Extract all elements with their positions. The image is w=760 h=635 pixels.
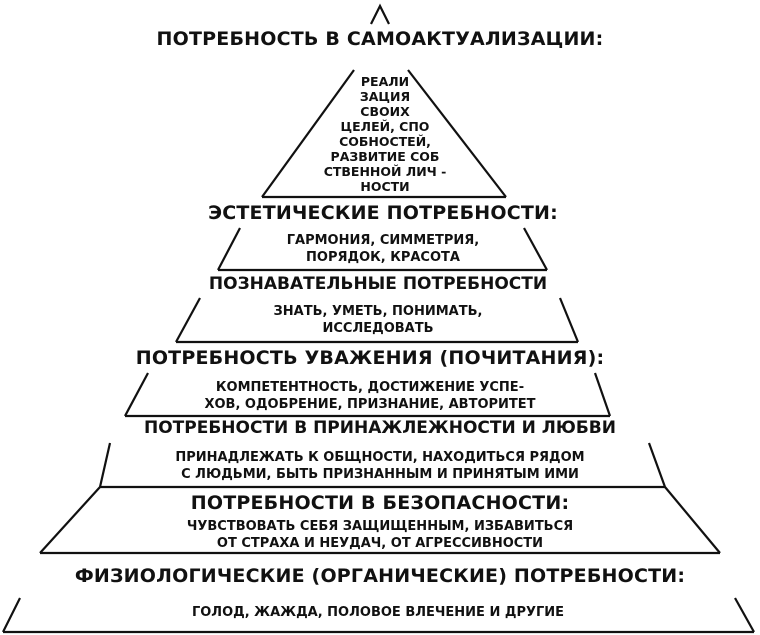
description-line: ГОЛОД, ЖАЖДА, ПОЛОВОЕ ВЛЕЧЕНИЕ И ДРУГИЕ: [191, 605, 565, 620]
physiological-heading: ФИЗИОЛОГИЧЕСКИЕ (ОРГАНИЧЕСКИЕ) ПОТРЕБНОС…: [74, 565, 686, 587]
description-line: ОТ СТРАХА И НЕУДАЧ, ОТ АГРЕССИВНОСТИ: [216, 536, 544, 551]
esteem-description: КОМПЕТЕНТНОСТЬ, ДОСТИЖЕНИЕ УСПЕ- ХОВ, ОД…: [204, 379, 535, 413]
description-line: ЗНАТЬ, УМЕТЬ, ПОНИМАТЬ,: [273, 304, 483, 319]
description-line: РЕАЛИ: [360, 74, 410, 89]
description-line: ЧУВСТВОВАТЬ СЕБЯ ЗАЩИЩЕННЫМ, ИЗБАВИТЬСЯ: [186, 519, 574, 534]
belonging-description: ПРИНАДЛЕЖАТЬ К ОБЩНОСТИ, НАХОДИТЬСЯ РЯДО…: [175, 449, 584, 483]
esteem-heading: ПОТРЕБНОСТЬ УВАЖЕНИЯ (ПОЧИТАНИЯ):: [135, 347, 605, 369]
description-line: СТВЕННОЙ ЛИЧ -: [323, 164, 447, 179]
aesthetic-description: ГАРМОНИЯ, СИММЕТРИЯ, ПОРЯДОК, КРАСОТА: [287, 232, 480, 266]
description-line: РАЗВИТИЕ СОБ: [330, 149, 440, 164]
description-line: ГАРМОНИЯ, СИММЕТРИЯ,: [286, 233, 480, 248]
safety-heading: ПОТРЕБНОСТИ В БЕЗОПАСНОСТИ:: [190, 492, 570, 514]
self-actualization-description: РЕАЛИ ЗАЦИЯ СВОИХ ЦЕЛЕЙ, СПО СОБНОСТЕЙ, …: [324, 74, 447, 194]
belonging-heading: ПОТРЕБНОСТИ В ПРИНАЖЛЕЖНОСТИ И ЛЮБВИ: [144, 418, 616, 438]
description-line: ИССЛЕДОВАТЬ: [322, 321, 434, 336]
description-line: НОСТИ: [360, 179, 410, 194]
description-line: СВОИХ: [360, 104, 410, 119]
description-line: С ЛЮДЬМИ, БЫТЬ ПРИЗНАННЫМ И ПРИНЯТЫМ ИМИ: [181, 467, 579, 482]
description-line: ЗАЦИЯ: [359, 89, 411, 104]
description-line: ХОВ, ОДОБРЕНИЕ, ПРИЗНАНИЕ, АВТОРИТЕТ: [204, 397, 536, 412]
self-actualization-heading: ПОТРЕБНОСТЬ В САМОАКТУАЛИЗАЦИИ:: [156, 28, 604, 50]
aesthetic-heading: ЭСТЕТИЧЕСКИЕ ПОТРЕБНОСТИ:: [208, 202, 558, 224]
description-line: КОМПЕТЕНТНОСТЬ, ДОСТИЖЕНИЕ УСПЕ-: [215, 380, 525, 395]
description-line: ПОРЯДОК, КРАСОТА: [306, 250, 460, 265]
description-line: ЦЕЛЕЙ, СПО: [340, 119, 430, 134]
safety-description: ЧУВСТВОВАТЬ СЕБЯ ЗАЩИЩЕННЫМ, ИЗБАВИТЬСЯ …: [187, 518, 573, 552]
cognitive-heading: ПОЗНАВАТЕЛЬНЫЕ ПОТРЕБНОСТИ: [208, 274, 548, 294]
description-line: ПРИНАДЛЕЖАТЬ К ОБЩНОСТИ, НАХОДИТЬСЯ РЯДО…: [175, 450, 585, 465]
cognitive-description: ЗНАТЬ, УМЕТЬ, ПОНИМАТЬ, ИССЛЕДОВАТЬ: [274, 303, 483, 337]
description-line: СОБНОСТЕЙ,: [339, 134, 431, 149]
physiological-description: ГОЛОД, ЖАЖДА, ПОЛОВОЕ ВЛЕЧЕНИЕ И ДРУГИЕ: [192, 604, 564, 621]
